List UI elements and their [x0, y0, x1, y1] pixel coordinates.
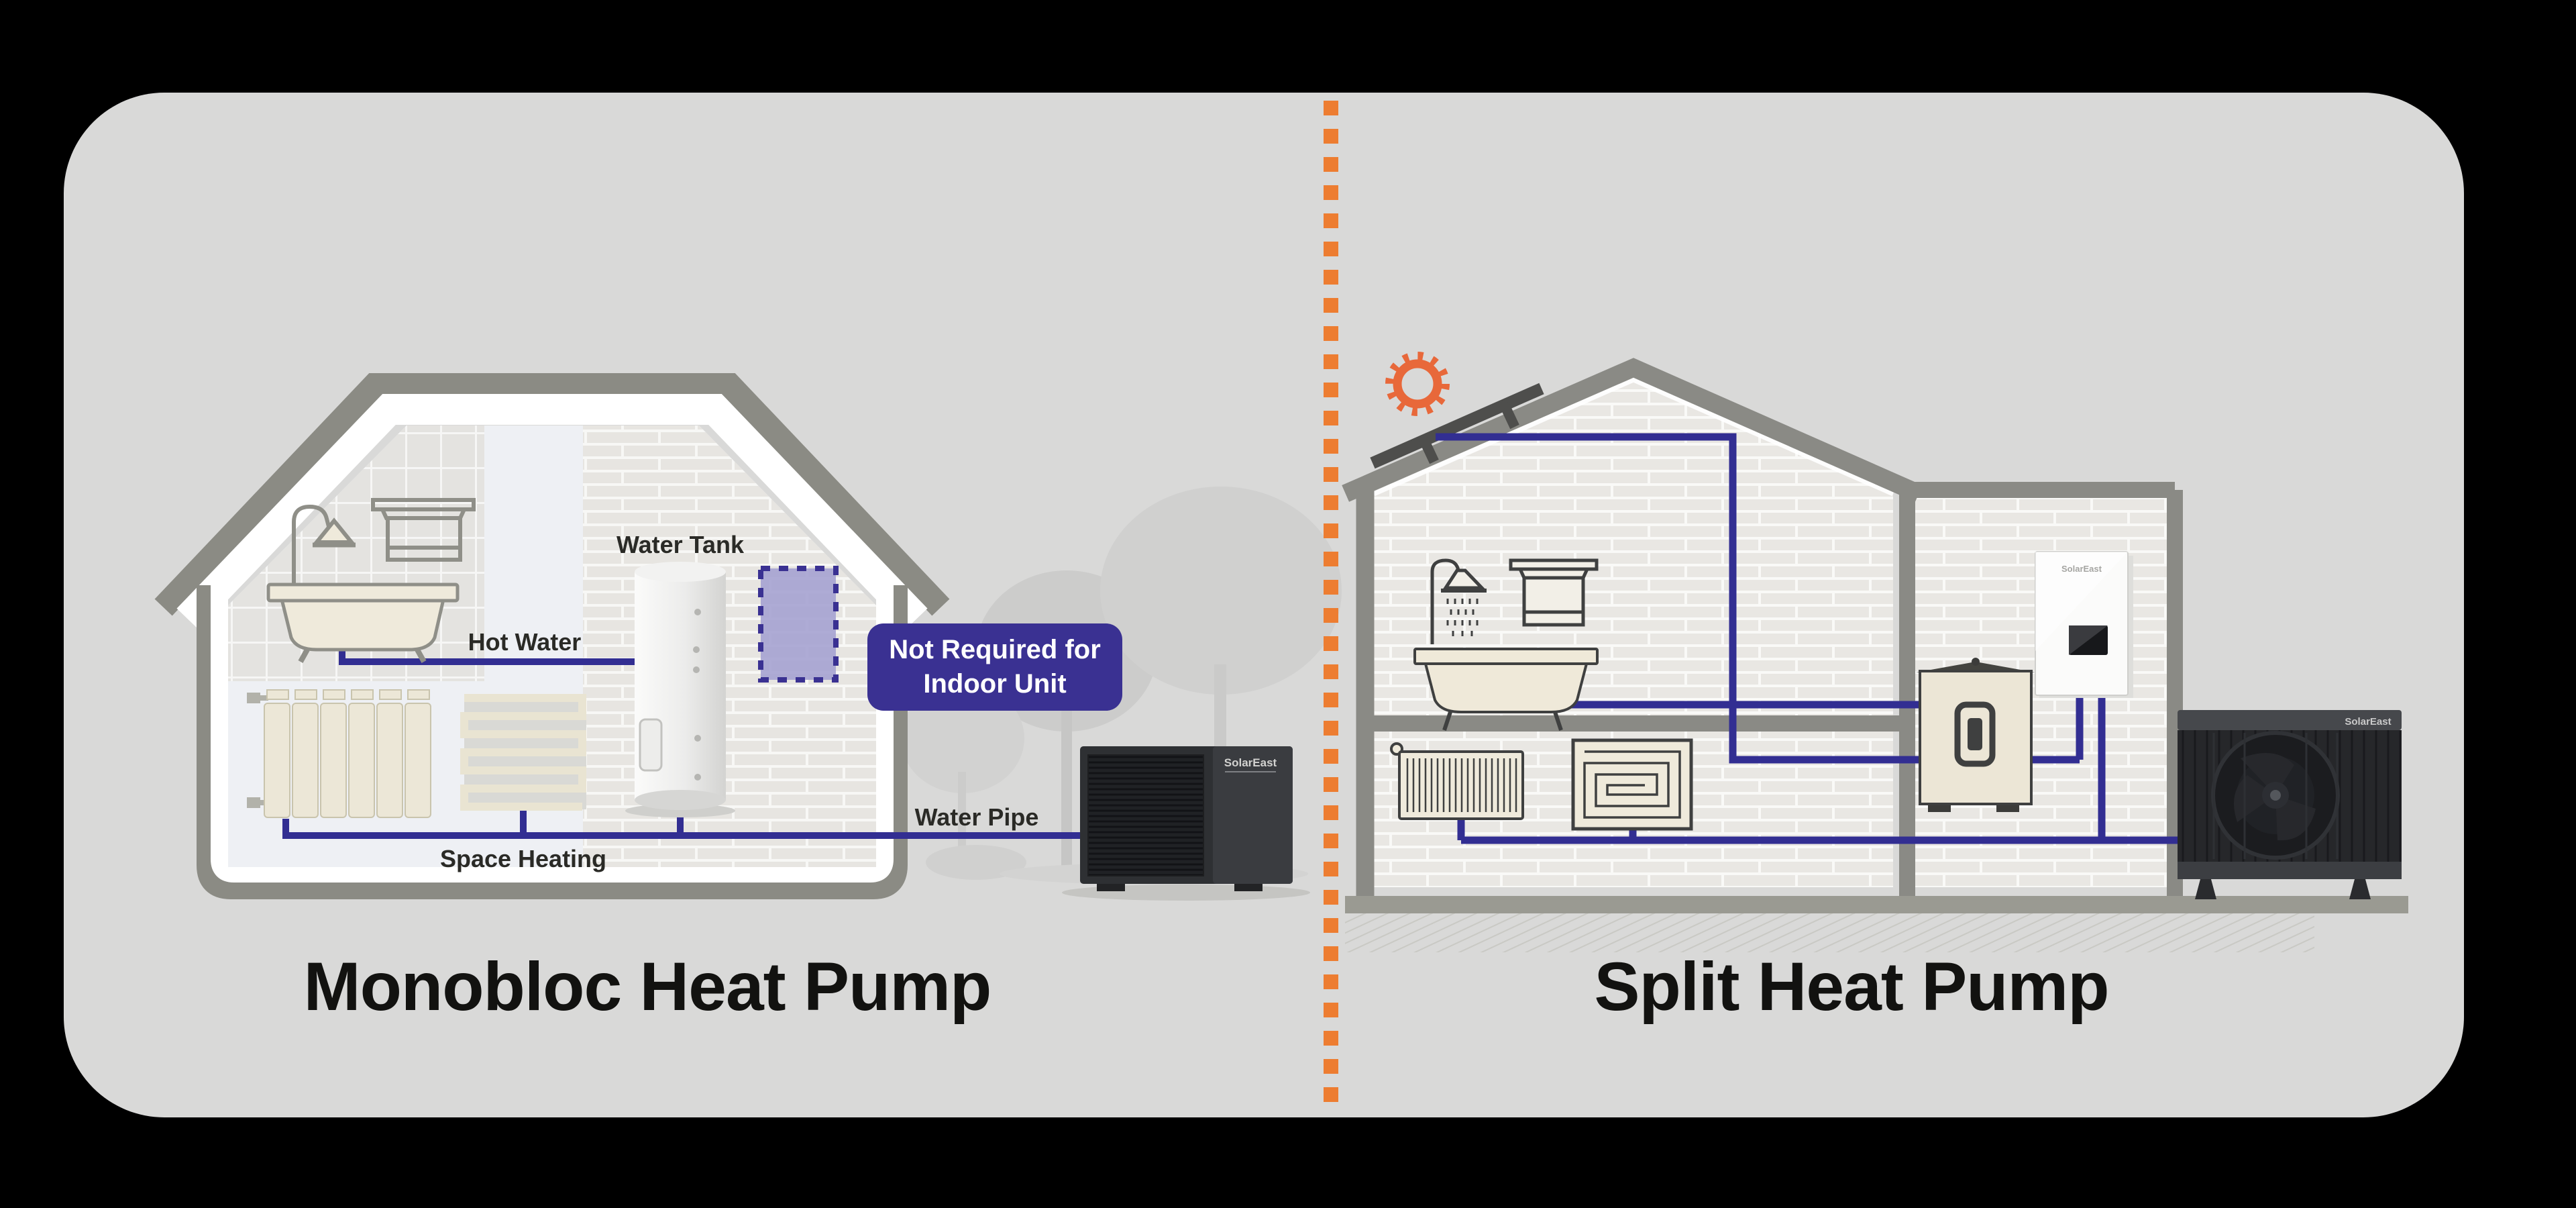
indoor-tank-unit: [1916, 658, 2035, 812]
orange-dotted-divider: [1324, 101, 1338, 1111]
water-tank-label: Water Tank: [616, 531, 745, 558]
roof-outline: [154, 373, 950, 616]
shower-icon: [292, 504, 356, 585]
wall-outline: [197, 585, 908, 899]
solar-panel-icon: [1370, 383, 1544, 469]
sun-icon: [1385, 352, 1450, 416]
indoor-unit-placeholder-dashed: [758, 566, 839, 683]
underfloor-heating-icon: [460, 694, 586, 811]
brand-logo: SolarEast: [1224, 756, 1277, 769]
radiator-icon: [247, 689, 431, 818]
unit-grille: [1087, 754, 1204, 876]
towel-rack-icon: [1509, 558, 1599, 627]
space-heating-pipe: [282, 819, 1097, 839]
roof-outline: [1342, 358, 1923, 502]
refrigerant-water-pipes: [1436, 433, 2190, 844]
water-tank-icon: [625, 562, 735, 817]
water-pipe-label: Water Pipe: [914, 803, 1039, 831]
towel-rack-icon: [371, 498, 476, 562]
monobloc-diagram: SolarEast: [154, 373, 1342, 901]
solar-loop-pipe: [1436, 433, 1925, 764]
split-title: Split Heat Pump: [1594, 948, 2109, 1025]
badge-line-1: Not Required for: [889, 634, 1101, 664]
shower-icon: [1430, 558, 1487, 644]
split-outdoor-unit: SolarEast: [2178, 710, 2402, 899]
bathtub-icon: [266, 583, 460, 663]
wall-mounted-indoor-unit: SolarEast: [2035, 551, 2133, 698]
radiator-icon: [1390, 742, 1524, 820]
floor-divider: [1374, 715, 1907, 732]
badge-line-2: Indoor Unit: [923, 669, 1067, 699]
space-heating-label: Space Heating: [439, 845, 607, 872]
ground-line: [1345, 896, 2408, 913]
split-house-frame: [1342, 358, 2183, 896]
bathtub-icon: [1413, 648, 1599, 731]
monobloc-title: Monobloc Heat Pump: [303, 948, 992, 1025]
brand-logo: SolarEast: [2061, 564, 2102, 574]
underfloor-heating-icon: [1571, 738, 1693, 831]
hot-water-label: Hot Water: [468, 628, 582, 656]
ground-hatch: [1345, 913, 2314, 952]
split-diagram: SolarEast SolarEast: [1342, 352, 2408, 952]
not-required-badge: Not Required for Indoor Unit: [867, 623, 1122, 711]
brand-logo: SolarEast: [2345, 716, 2391, 727]
monobloc-outdoor-unit: SolarEast: [1062, 746, 1310, 901]
